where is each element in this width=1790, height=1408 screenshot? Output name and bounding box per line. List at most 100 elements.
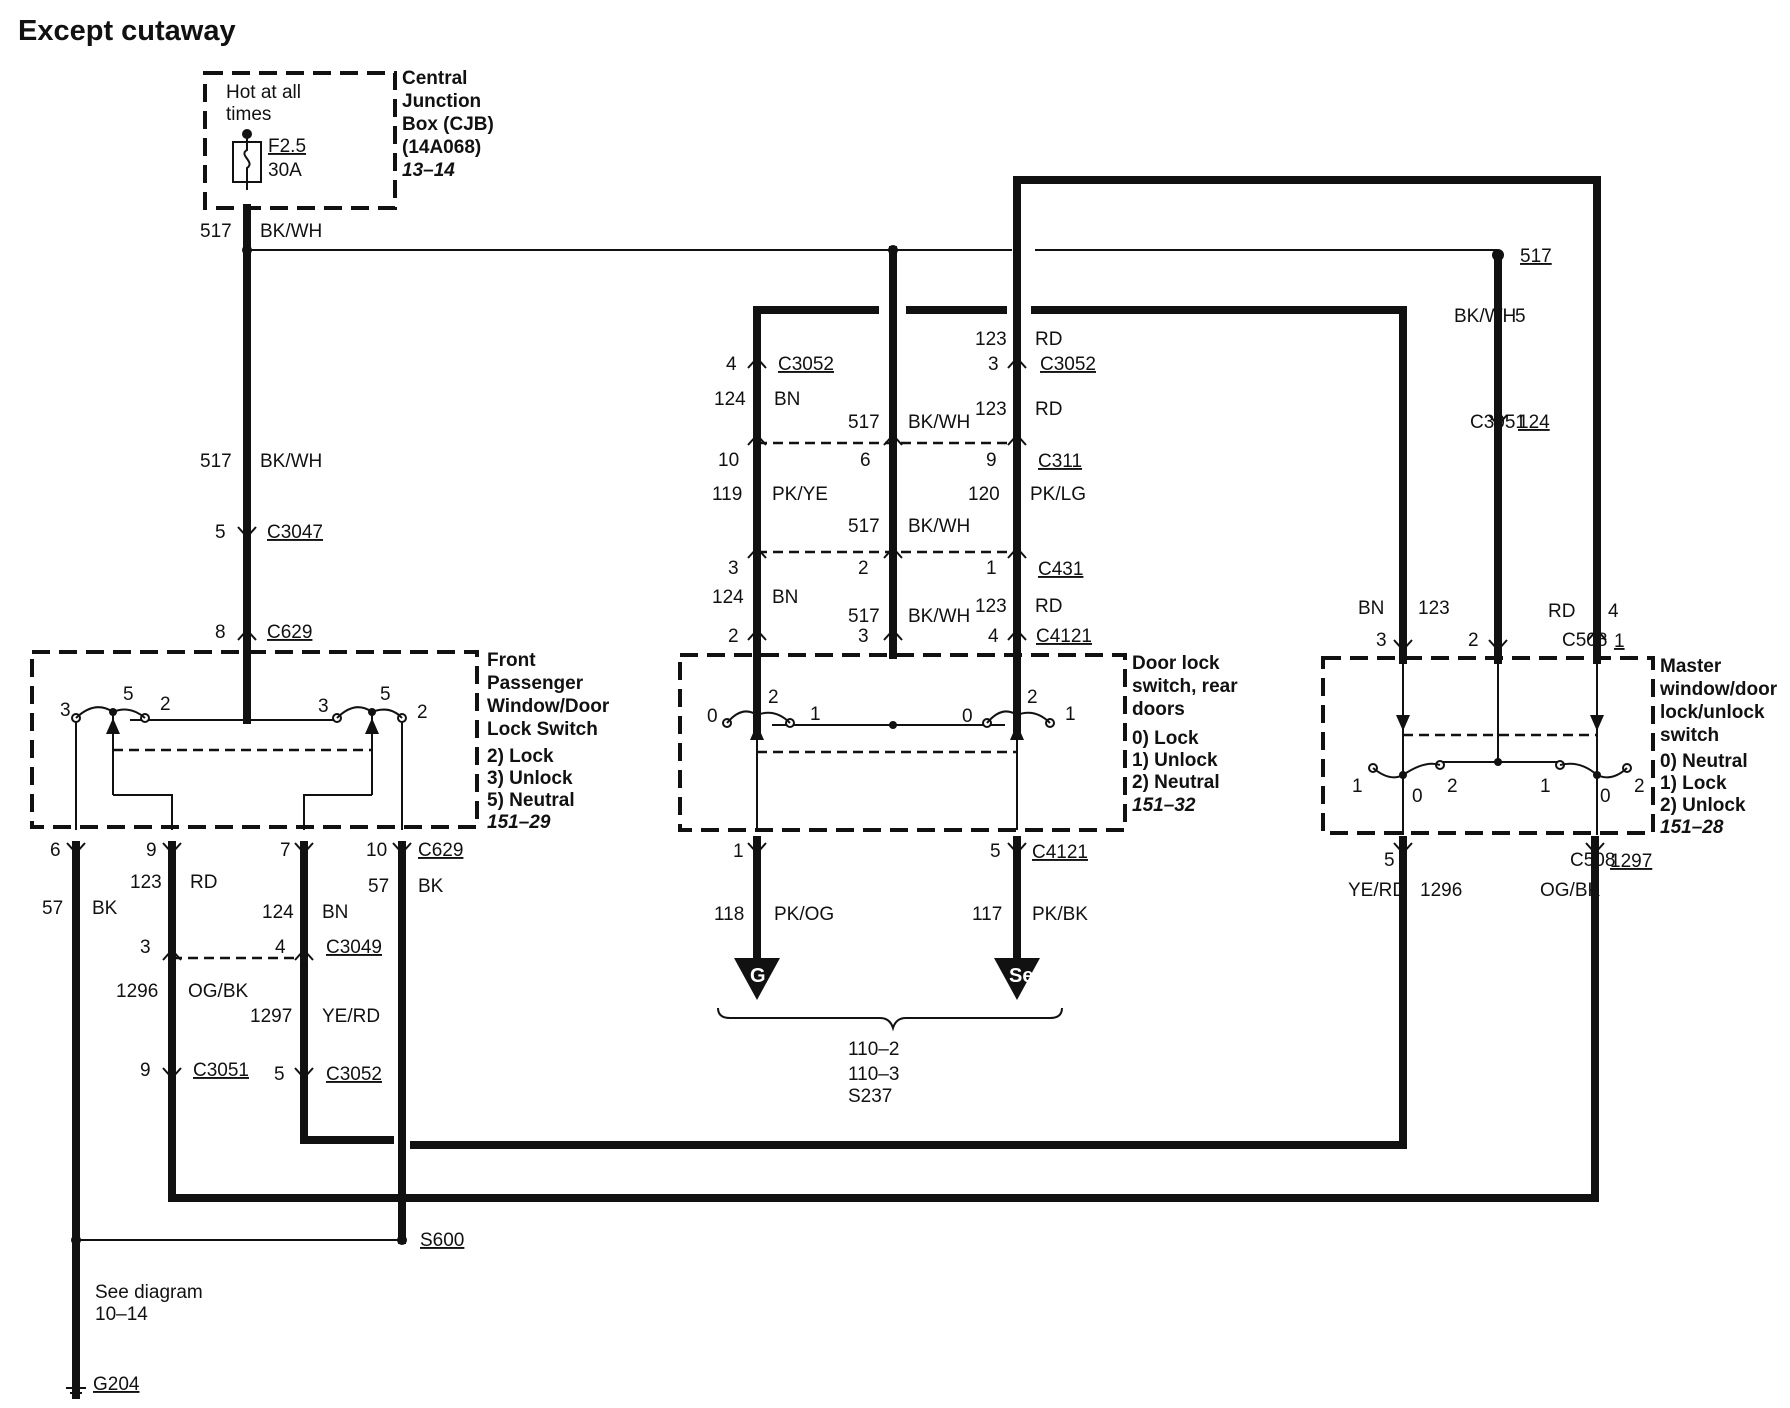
- wire-label: YE/RD: [1348, 880, 1406, 901]
- switch-page: 151–28: [1660, 817, 1724, 838]
- central-junction-box: Hot at all times F2.5 30A Central Juncti…: [203, 68, 494, 210]
- connector-label: C3052: [1040, 354, 1096, 375]
- wire-label: 517: [200, 451, 232, 472]
- wire-label: 4: [1608, 601, 1619, 622]
- wire-label: C508: [1570, 850, 1615, 871]
- connector-label: 1297: [1610, 851, 1652, 872]
- wire-label: 4: [275, 937, 286, 958]
- see-diagram-text: 110–2: [848, 1039, 899, 1060]
- switch-label-1: Door lock: [1132, 653, 1220, 674]
- switch-mode-2: 1) Unlock: [1132, 750, 1218, 771]
- wire-label: OG/BK: [188, 981, 249, 1002]
- wire-label: PK/YE: [772, 484, 828, 505]
- pin: 2: [160, 694, 171, 715]
- fuse-icon: [232, 129, 262, 190]
- wire-label: BN: [322, 902, 348, 923]
- pin: 0: [1412, 786, 1423, 807]
- wire-label: 2: [1468, 630, 1479, 651]
- wire-label: 3: [728, 558, 739, 579]
- see-diagram-page: 10–14: [95, 1304, 148, 1325]
- front-passenger-switch: 3 5 2 3 5 2 Front Passenger Window/Door …: [30, 650, 610, 833]
- cjb-hot-line-2: times: [226, 104, 271, 125]
- rear-door-lock-switch: 0 2 1 0 2 1 Door lock switch, rear doors…: [678, 653, 1238, 832]
- switch-label-3: doors: [1132, 699, 1185, 720]
- master-switch: 1 0 2 1 0 2 Master window/door lock/unlo…: [1321, 656, 1778, 838]
- cjb-label-4: (14A068): [402, 137, 481, 158]
- switch-page: 151–29: [487, 812, 551, 833]
- connector-label: C3052: [778, 354, 834, 375]
- pin: 5: [380, 684, 391, 705]
- pin: 0: [1600, 786, 1611, 807]
- switch-mode-1: 0) Lock: [1132, 728, 1199, 749]
- switch-label-4: switch: [1660, 725, 1719, 746]
- wire-label: 3: [140, 937, 151, 958]
- see-diagram-text: See diagram: [95, 1282, 203, 1303]
- wire-label: 120: [968, 484, 1000, 505]
- connector-label: C4121: [1036, 626, 1092, 647]
- wire-label: 3: [858, 626, 869, 647]
- wire-label: C508: [1562, 630, 1607, 651]
- wire-label: 517: [848, 516, 880, 537]
- wire-label: 4: [726, 354, 737, 375]
- wire-label: 517: [848, 606, 880, 627]
- connector-label: C3051: [193, 1060, 249, 1081]
- wire-label: 123: [975, 399, 1007, 420]
- switch-label-2: switch, rear: [1132, 676, 1238, 697]
- pin: 5: [123, 684, 134, 705]
- wire-label: 1: [986, 558, 997, 579]
- wire-label: 124: [262, 902, 294, 923]
- wire-label: BK: [418, 876, 444, 897]
- wires: [72, 176, 1601, 1399]
- pin: 1: [810, 704, 821, 725]
- wire-label: 9: [986, 450, 997, 471]
- wire-label: BN: [774, 389, 800, 410]
- switch-mode-1: 2) Lock: [487, 746, 554, 767]
- connector-label: C3049: [326, 937, 382, 958]
- wire-label: RD: [1035, 329, 1062, 350]
- connector-label: C431: [1038, 559, 1083, 580]
- wire-label: 3: [988, 354, 999, 375]
- page-title: Except cutaway: [18, 15, 236, 47]
- connector-label: 1: [1614, 631, 1625, 652]
- wire-label: 3: [1376, 630, 1387, 651]
- connector-separators: [172, 441, 1017, 960]
- pin: 1: [1352, 776, 1363, 797]
- switch-mode-3: 2) Neutral: [1132, 772, 1220, 793]
- wire-label: BK/WH: [908, 412, 970, 433]
- switch-mode-2: 1) Lock: [1660, 773, 1727, 794]
- wire-label: BK/WH: [260, 221, 322, 242]
- splice-label: S600: [420, 1230, 464, 1251]
- switch-label-2: Passenger: [487, 673, 584, 694]
- wire-label: RD: [1035, 399, 1062, 420]
- cjb-label-3: Box (CJB): [402, 114, 494, 135]
- wire-label: 1: [733, 841, 744, 862]
- pin: 0: [962, 706, 973, 727]
- switch-mode-3: 5) Neutral: [487, 790, 575, 811]
- see-diagram-brace: [717, 1007, 1063, 1032]
- wire-label: 2: [858, 558, 869, 579]
- wire-label: PK/OG: [774, 904, 834, 925]
- pin: 1: [1065, 704, 1076, 725]
- wire-label: 5: [215, 522, 226, 543]
- wire-label: 9: [146, 840, 157, 861]
- ground-icon: [66, 1387, 86, 1399]
- wire-label: PK/LG: [1030, 484, 1086, 505]
- wire-label: 119: [712, 484, 742, 505]
- wire-label: 123: [975, 329, 1007, 350]
- wire-label: BK/WH: [908, 516, 970, 537]
- wire-labels: 517 BK/WH 517 BK/WH 5 C3047 8 C629 6 9 7…: [42, 221, 1652, 1395]
- cjb-label-1: Central: [402, 68, 467, 89]
- wire-label: 1296: [116, 981, 158, 1002]
- switch-label-3: Window/Door: [487, 696, 610, 717]
- wire-label: 5: [990, 841, 1001, 862]
- switch-label-1: Front: [487, 650, 536, 671]
- switch-mode-3: 2) Unlock: [1660, 795, 1746, 816]
- cjb-label-2: Junction: [402, 91, 481, 112]
- connector-label: C3047: [267, 522, 323, 543]
- pin: 3: [60, 700, 71, 721]
- pin: 1: [1540, 776, 1551, 797]
- wire-label: 123: [1418, 598, 1450, 619]
- wire-label: 124: [714, 389, 746, 410]
- connector-label: C629: [267, 622, 312, 643]
